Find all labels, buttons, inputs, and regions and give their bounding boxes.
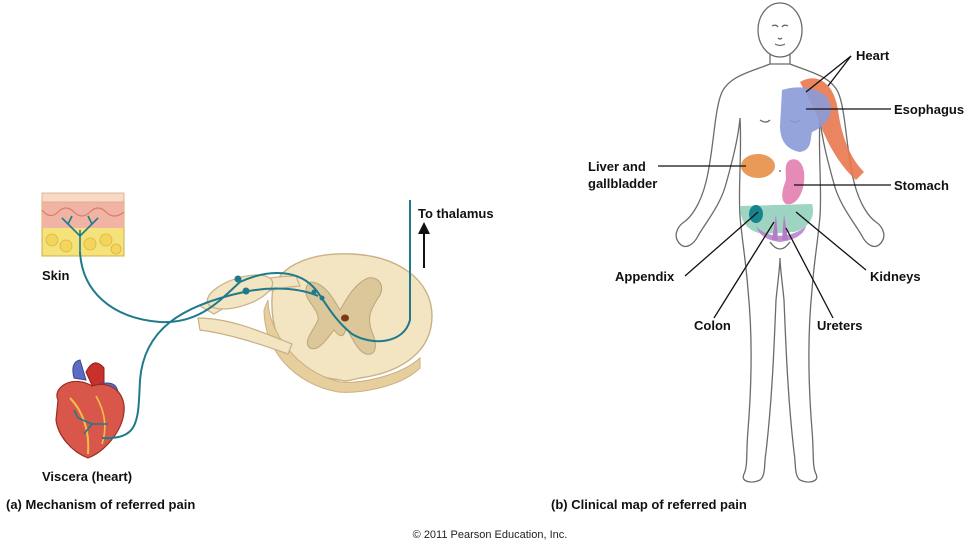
ureters-label: Ureters [817,318,863,333]
skin-label: Skin [42,268,70,283]
copyright-notice: © 2011 Pearson Education, Inc. [412,529,568,541]
viscera-label: Viscera (heart) [42,469,133,484]
caption-a-letter: (a) [6,497,22,512]
liver-label-line2: gallbladder [588,176,658,191]
arrow-up-icon [418,222,430,268]
spinal-cord-illustration [197,253,433,393]
human-body-outline [675,2,885,483]
kidneys-label: Kidneys [870,269,921,284]
appendix-label: Appendix [615,269,675,284]
nerve-pathways [79,200,411,440]
ganglion-cells [234,275,325,301]
heart-illustration [55,359,125,459]
caption-a: (a) Mechanism of referred pain [6,497,195,512]
referred-pain-zones [740,78,864,242]
esophagus-label: Esophagus [894,102,965,117]
skin-illustration [41,192,125,257]
caption-b: (b) Clinical map of referred pain [551,497,747,512]
leader-lines [658,55,891,319]
thalamus-label: To thalamus [418,206,494,221]
stomach-label: Stomach [894,178,949,193]
caption-a-text: Mechanism of referred pain [25,497,196,512]
caption-b-text: Clinical map of referred pain [571,497,747,512]
heart-label: Heart [856,48,890,63]
caption-b-letter: (b) [551,497,568,512]
liver-label-line1: Liver and [588,159,646,174]
colon-label: Colon [694,318,731,333]
